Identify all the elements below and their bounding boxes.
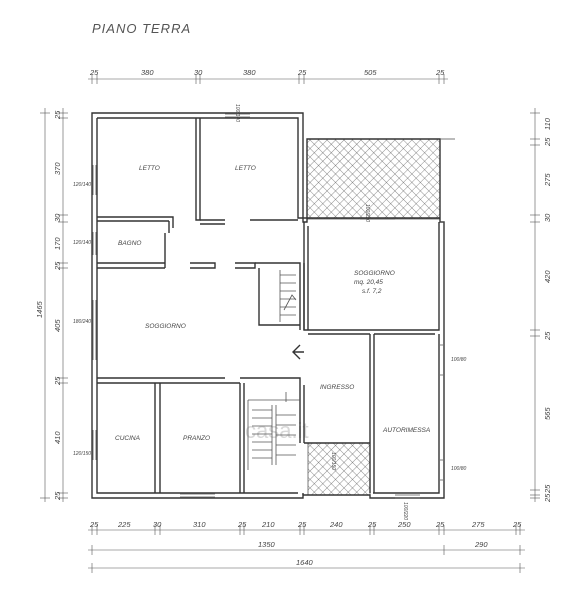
dim-bottom-row2-1: 1350 [258,540,276,549]
dim-bottom-12: 275 [471,520,485,529]
plan-title: PIANO TERRA [92,21,191,36]
dim-bottom-5: 25 [237,520,247,529]
windows [92,113,443,499]
dim-left-5: 25 [53,261,62,271]
room-label-letto-2: LETTO [235,165,256,172]
terrace-hatch-top [306,138,441,220]
dim-left-2: 370 [53,162,62,175]
room-area-soggiorno-right: mq. 20,45 [354,279,383,286]
dim-bottom-row2-2: 290 [474,540,488,549]
dim-right-7: 565 [543,407,552,420]
room-label-soggiorno-right: SOGGIORNO [354,270,395,277]
room-label-autorimessa: AUTORIMESSA [382,427,430,434]
dim-top-7: 25 [435,68,445,77]
dim-left-3: 30 [53,213,62,222]
interior-walls [97,118,440,493]
dim-right-6: 25 [543,331,552,341]
dim-left-7: 25 [53,376,62,386]
window-label-letto: 120/140 [73,182,91,188]
dim-bottom-8: 240 [329,520,343,529]
room-label-letto-1: LETTO [139,165,160,172]
dim-bottom-11: 25 [435,520,445,529]
dim-bottom-3: 30 [153,520,162,529]
window-label-sogg-right-top: 100/220 [364,204,370,222]
dim-bottom-1: 25 [89,520,99,529]
dim-left-4: 170 [53,237,62,250]
entrance-arrow-icon [292,344,304,360]
dim-bottom-10: 250 [397,520,411,529]
dim-top-6: 505 [364,68,377,77]
terrace-hatch-bottom [307,442,371,496]
window-label-bottom-right: 100/220 [402,502,408,520]
dim-top-5: 25 [297,68,307,77]
window-label-top: 100/140 [234,104,240,122]
dim-bottom-6: 210 [261,520,275,529]
dim-right-1: 110 [543,117,552,130]
window-label-bagno: 120/140 [73,240,91,246]
dim-top-1: 25 [89,68,99,77]
room-sf-soggiorno-right: s.f. 7,2 [362,288,382,295]
room-label-bagno: BAGNO [118,240,141,247]
dimension-lines [40,74,540,573]
dim-bottom-13: 25 [512,520,522,529]
dim-right-2: 25 [543,137,552,147]
dim-right-3: 275 [543,173,552,187]
room-label-pranzo: PRANZO [183,435,210,442]
staircase-upper [279,270,297,322]
room-label-cucina: CUCINA [115,435,140,442]
room-label-soggiorno-left: SOGGIORNO [145,323,186,330]
window-label-cucina: 120/150 [73,451,91,457]
dim-right-5: 420 [543,270,552,283]
dim-top-3: 30 [194,68,203,77]
dim-left-9: 25 [53,491,62,501]
room-label-ingresso: INGRESSO [320,384,354,391]
window-label-ingresso: 100/80 [451,357,467,363]
window-label-autorimessa: 100/80 [451,466,467,472]
watermark: casa.it [245,418,309,443]
dim-bottom-4: 310 [193,520,206,529]
dim-right-4: 30 [543,213,552,222]
window-label-soggiorno: 180/240 [73,319,91,325]
dim-left-8: 410 [53,431,62,444]
dim-left-1: 25 [53,110,62,120]
dim-top-4: 380 [243,68,256,77]
dim-bottom-total: 1640 [296,558,314,567]
dim-bottom-2: 225 [117,520,131,529]
dim-bottom-7: 25 [297,520,307,529]
dim-right-9: 25 [543,493,552,503]
dim-top-2: 380 [141,68,154,77]
staircase-lower [252,392,296,465]
window-label-bottom: 100/150 [330,452,336,470]
dim-left-total: 1465 [35,300,44,318]
dim-bottom-9: 25 [367,520,377,529]
dim-left-6: 405 [53,319,62,332]
dim-right-8: 25 [543,484,552,494]
